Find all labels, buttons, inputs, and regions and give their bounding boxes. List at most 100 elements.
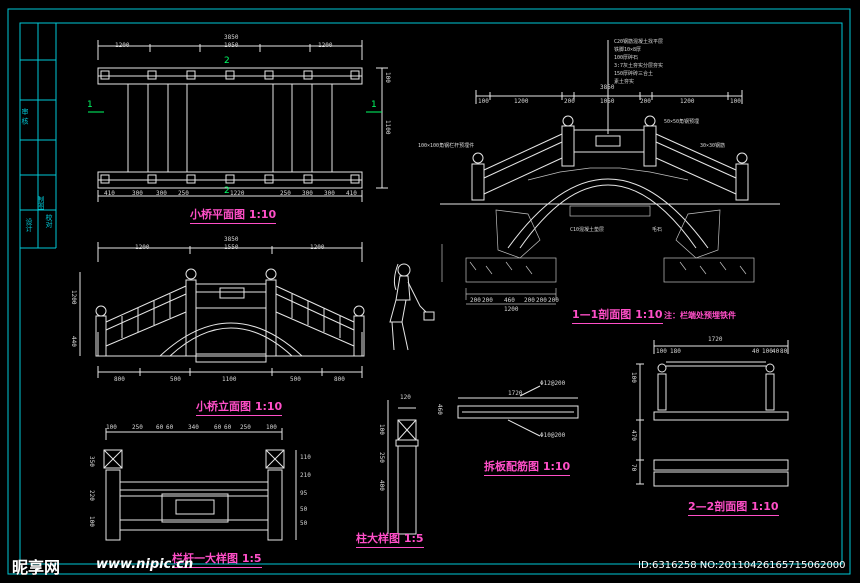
title-block-review: 审 核 [21,108,29,125]
sec11-callout-3: 3:7灰土夯实分层夯实 [614,63,664,69]
plan-bottom-dim-1: 300 [132,190,143,197]
sec22-dim-3: 40 [752,348,760,355]
elev-dim-3: 1200 [310,244,325,251]
slab-title: 拆板配筋图 1:10 [484,458,571,476]
sec11-bottom-dim-1: 200 [482,297,493,304]
sec22-side-dim-1: 470 [630,430,637,441]
plan-section-mark-right: 1 [371,100,377,110]
elevation-title: 小桥立面图 1:10 [196,398,283,416]
plan-bottom-dim-2: 300 [156,190,167,197]
plan-side-dim-0: 100 [384,72,391,83]
column-dim-4: 460 [436,404,443,415]
plan-mark-top: 2 [224,56,230,66]
sec11-callout-5: 素土夯实 [614,79,635,85]
plan-dim-1: 1200 [115,42,130,49]
railing-dim-7: 250 [240,424,251,431]
section-2-2-title: 2—2剖面图 1:10 [688,498,779,516]
railing-dim-2: 60 [156,424,164,431]
railing-detail [103,428,297,541]
railing-dim-0: 100 [106,424,117,431]
railing-right-dim-4: 50 [300,520,308,527]
column-dim-0: 120 [400,394,411,401]
title-block-drafting: 制图 [37,196,45,210]
sec11-left-note-1: C10混凝土垫层 [570,227,605,233]
slab-dim-0: 1720 [508,390,523,397]
railing-right-dim-1: 210 [300,472,311,479]
railing-left-dim-1: 220 [88,490,95,501]
sec11-dim-1: 100 [478,98,489,105]
watermark-id: ID:6316258 NO:20110426165715062000 [638,560,846,571]
title-block-design: 设计 [25,218,33,232]
section-2-2 [636,340,789,487]
elev-dim-1: 1200 [135,244,150,251]
elevation-view [79,242,365,378]
column-detail [387,400,419,535]
plan-bottom-dim-0: 410 [104,190,115,197]
plan-mark-bottom: 2 [224,186,230,196]
title-block-check: 校对 [45,214,53,228]
sec11-dim-6: 1200 [680,98,695,105]
sec22-side-dim-0: 100 [630,372,637,383]
elev-side-dim-0: 1200 [70,290,77,305]
section-1-1-title: 1—1剖面图 1:10 [572,306,663,324]
column-dim-3: 400 [378,480,385,491]
railing-dim-6: 60 [224,424,232,431]
plan-dim-2: 1050 [224,42,239,49]
sec11-right-note-0: 50×50角钢预埋 [664,119,700,125]
sec11-dim-total: 3850 [600,84,615,91]
railing-dim-1: 250 [132,424,143,431]
plan-bottom-dim-8: 410 [346,190,357,197]
plan-dim-total: 3850 [224,34,239,41]
sec11-bottom-dim-3: 200 [524,297,535,304]
sec11-right-note-2: 毛石 [652,227,663,233]
sec22-dim-5: 40 [772,348,780,355]
plan-dim-3: 1200 [318,42,333,49]
elev-side-dim-1: 440 [70,336,77,347]
elev-bottom-dim-1: 500 [170,376,181,383]
drawing-frame [7,8,851,575]
railing-left-dim-2: 100 [88,516,95,527]
plan-view [97,40,388,202]
railing-dim-8: 100 [266,424,277,431]
sec11-callout-2: 100厚碎石 [614,55,639,61]
sec11-dim-7: 100 [730,98,741,105]
sec22-dim-2: 180 [670,348,681,355]
plan-section-mark-left: 1 [87,100,93,110]
railing-dim-3: 60 [166,424,174,431]
elev-bottom-dim-3: 500 [290,376,301,383]
railing-dim-5: 60 [214,424,222,431]
railing-left-dim-0: 350 [88,456,95,467]
sec22-dim-6: 80 [780,348,788,355]
column-title: 柱大样图 1:5 [356,530,424,548]
sec11-dim-5: 200 [640,98,651,105]
railing-dim-4: 340 [188,424,199,431]
watermark-brand: 昵享网 [12,558,61,577]
section-1-1-note: 注：栏端处预埋铁件 [664,311,736,320]
slab-dim-1: Φ12@200 [540,380,566,387]
railing-right-dim-3: 50 [300,506,308,513]
sec11-bottom-dim-4: 200 [536,297,547,304]
column-dim-2: 250 [378,452,385,463]
elev-dim-total: 3850 [224,236,239,243]
watermark-url: www.nipic.cn [96,557,194,572]
railing-title: 栏杆一大样图 1:5 [172,550,262,568]
sec11-bottom-dim-2: 460 [504,297,515,304]
sec22-dim-4: 100 [762,348,773,355]
slab-dim-2: Φ10@200 [540,432,566,439]
sec22-dim-total: 1720 [708,336,723,343]
plan-bottom-dim-7: 300 [324,190,335,197]
sec11-dim-4: 1050 [600,98,615,105]
sec11-callout-0: C20钢筋混凝土找平层 [614,39,664,45]
sec11-left-note-0: 100×100角钢栏杆预埋件 [418,143,475,149]
railing-right-dim-2: 95 [300,490,308,497]
column-dim-1: 100 [378,424,385,435]
plan-side-dim-1: 1100 [384,120,391,135]
elev-bottom-dim-0: 800 [114,376,125,383]
sec11-bottom-total: 1200 [504,306,519,313]
sec22-side-dim-2: 70 [630,464,637,472]
plan-title: 小桥平面图 1:10 [190,206,277,224]
sec11-dim-3: 200 [564,98,575,105]
sec11-callout-4: 150厚碎砖三合土 [614,71,654,77]
sec11-bottom-dim-5: 200 [548,297,559,304]
plan-bottom-dim-6: 300 [302,190,313,197]
